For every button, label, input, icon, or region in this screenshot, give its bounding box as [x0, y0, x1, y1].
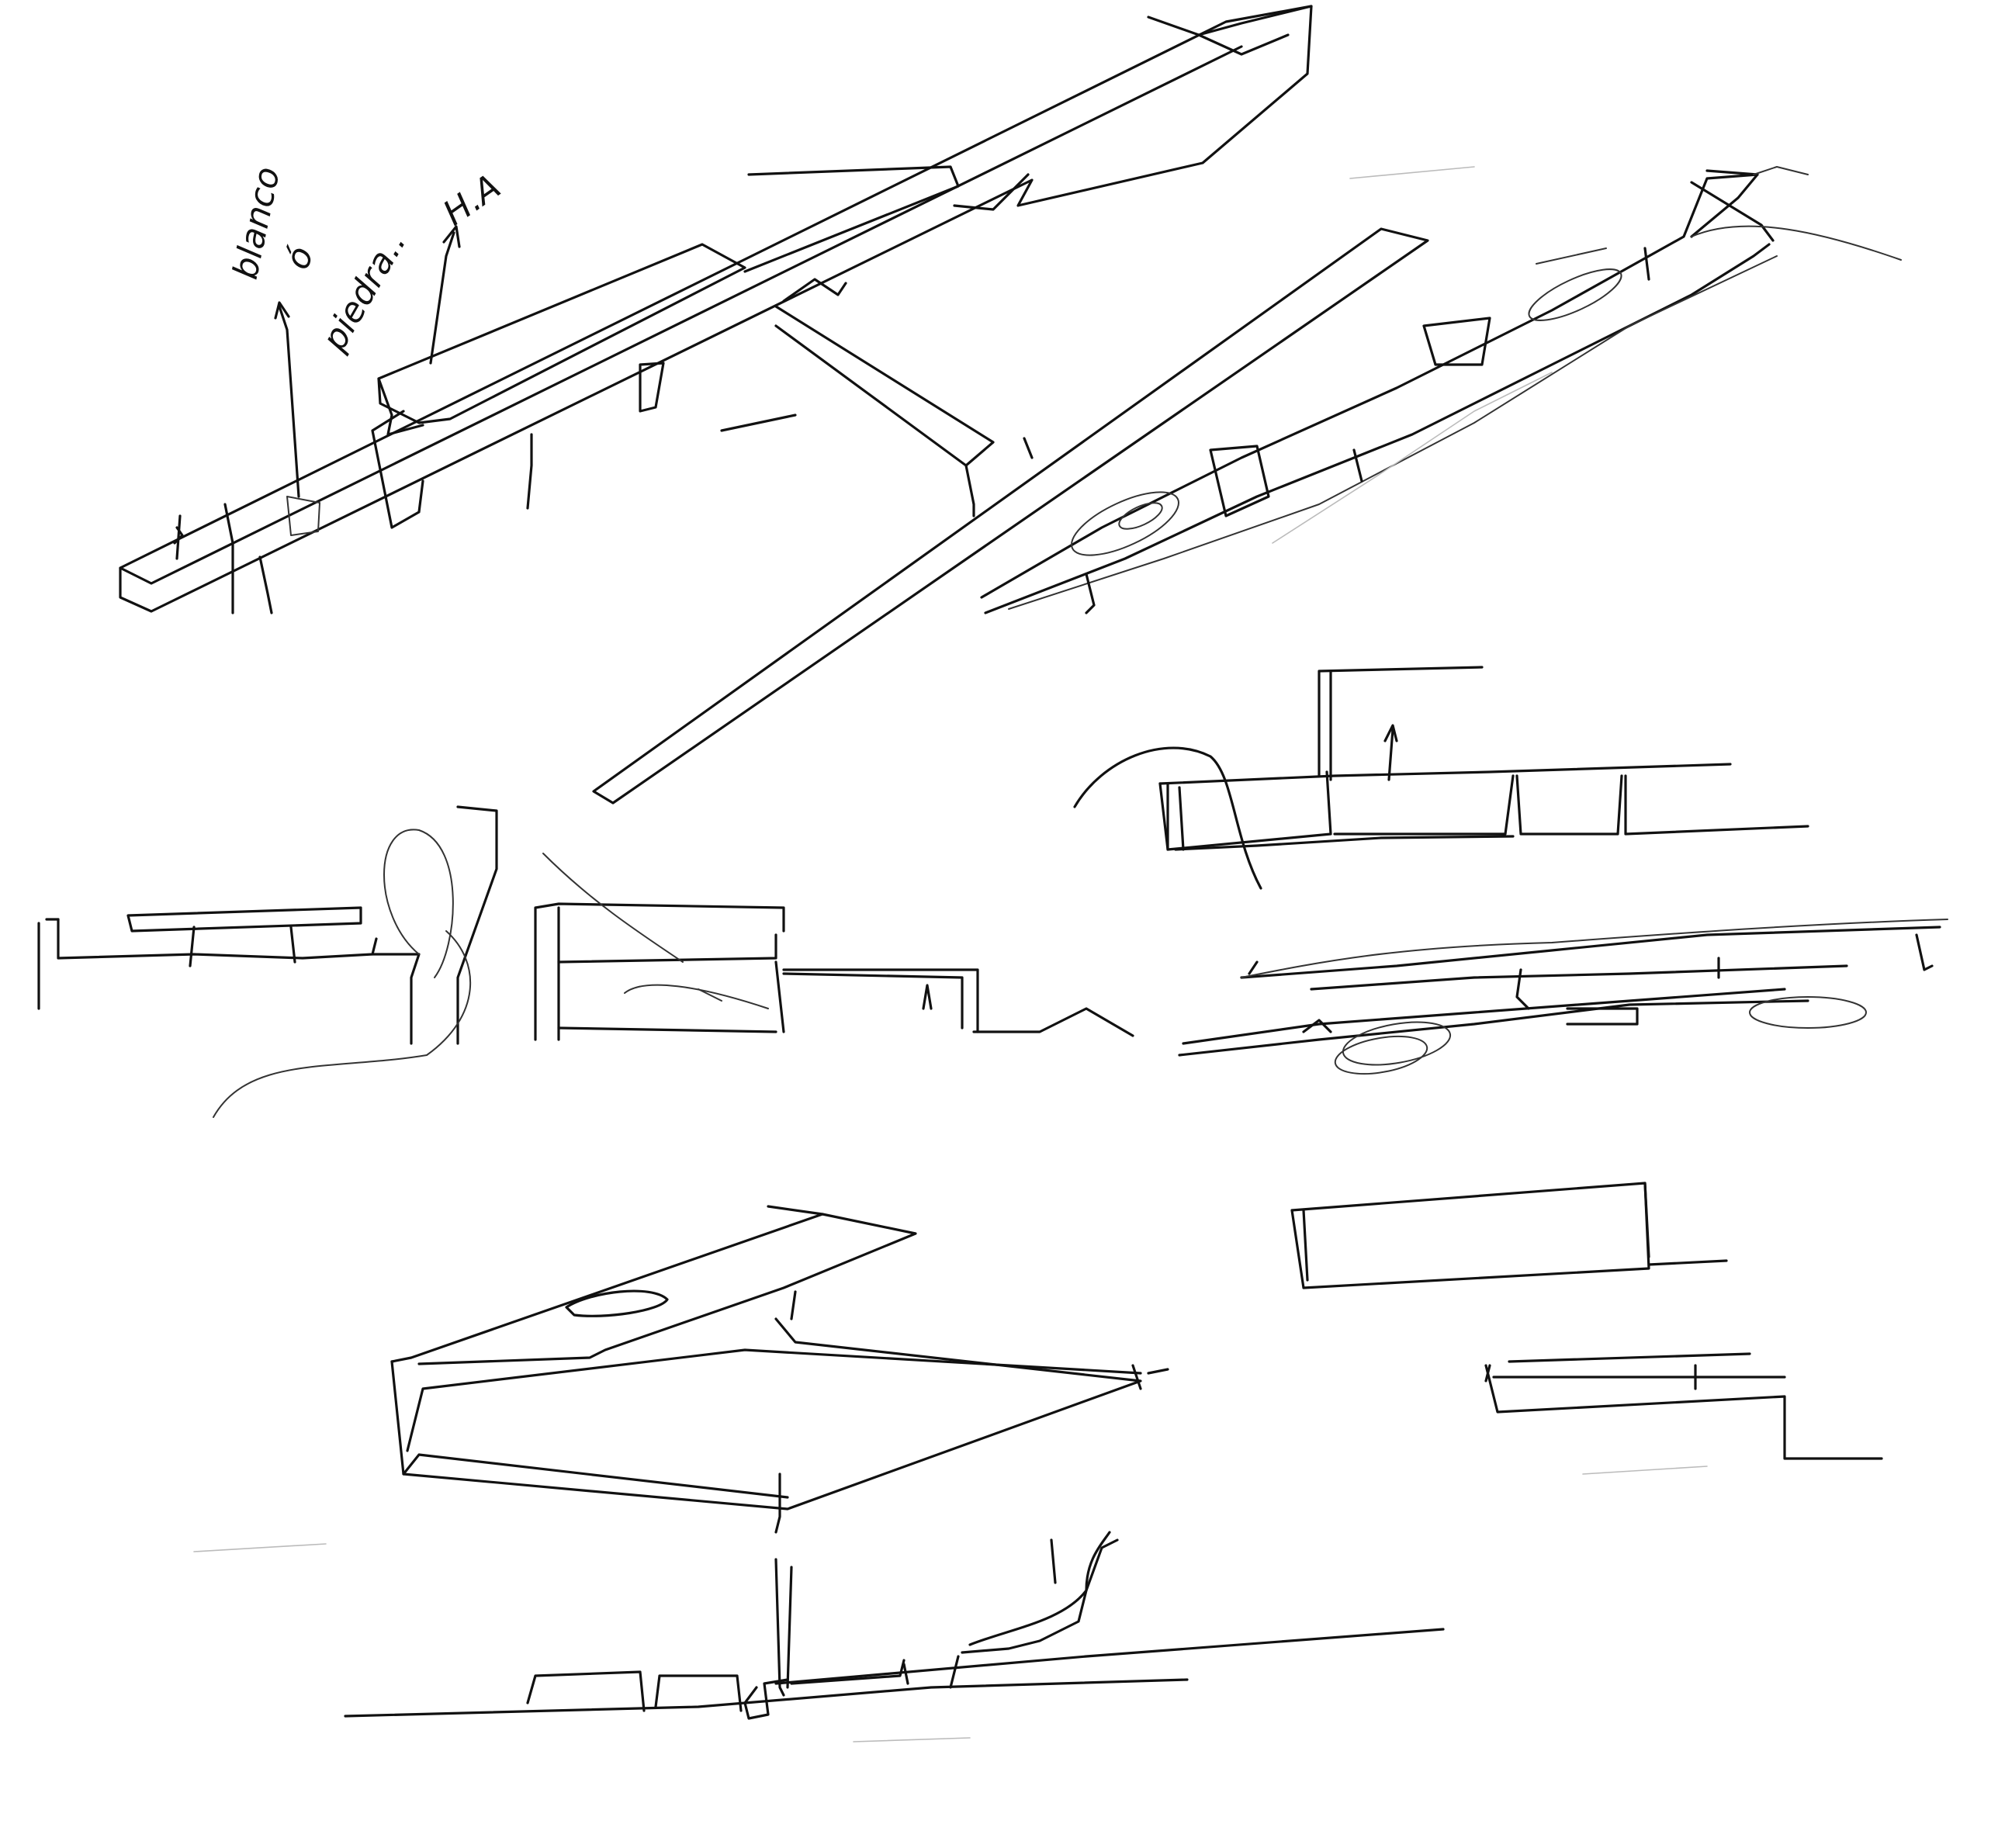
section-sketch-left — [37, 805, 1134, 1118]
annotation-o: ó — [277, 241, 321, 275]
landscape-path-sketch — [980, 166, 1902, 614]
annotation-blanco: blanco — [226, 164, 288, 283]
annotation-ha: H.A — [436, 167, 507, 234]
annotation-piedra: piedra.. — [314, 224, 414, 358]
floating-slab-sketch — [390, 1205, 1169, 1534]
ground-section-sketch — [344, 1531, 1445, 1720]
section-sketch-right — [1073, 666, 1809, 890]
diagonal-bridge-sketch — [592, 227, 1429, 805]
perspective-platform-sketch — [119, 5, 1313, 614]
landscape-strip-sketch — [1178, 919, 1948, 1075]
box-elevation-sketch — [1290, 1182, 1883, 1460]
paper-bleed-marks — [193, 166, 1708, 1742]
